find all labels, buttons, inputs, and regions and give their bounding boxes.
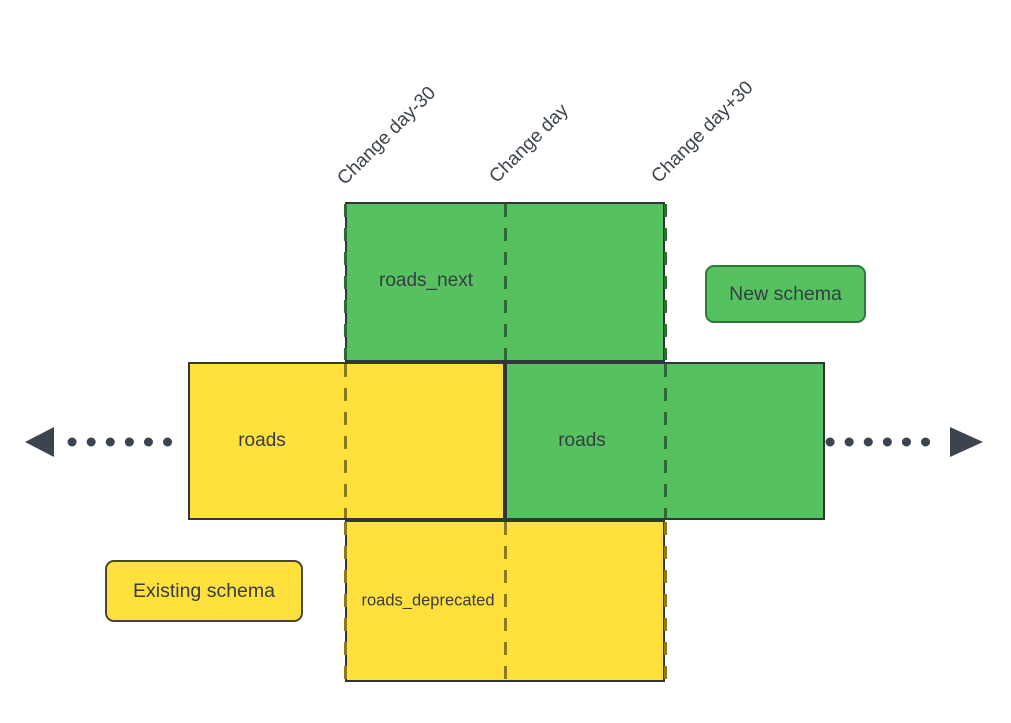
box-label-roads-existing: roads [238,430,286,451]
legend-existing-schema: Existing schema [105,560,303,622]
dashed-divider-day-minus-30-mid [343,364,347,518]
dashed-divider-change-day-bottom [503,522,507,680]
legend-existing-schema-label: Existing schema [133,579,275,602]
dashed-divider-day-minus-30-top [343,204,347,360]
legend-new-schema-label: New schema [729,282,842,305]
box-label-roads-deprecated: roads_deprecated [361,591,495,610]
dashed-divider-day-plus-30-mid [663,364,667,518]
axis-label-text: Change day+30 [647,77,758,188]
dashed-divider-day-plus-30-top [663,204,667,360]
timeline-arrow-right [825,427,983,457]
arrowhead-left-icon [25,427,54,457]
axis-label-text: Change day-30 [333,82,441,190]
timeline-arrow-left [25,427,191,457]
box-label-roads-new: roads [558,430,606,451]
dashed-divider-day-minus-30-bottom [343,522,347,680]
axis-label-text: Change day [485,99,573,188]
legend-new-schema: New schema [705,265,866,323]
box-roads-existing [188,362,505,520]
dashed-divider-day-plus-30-bottom [663,522,667,680]
box-label-roads-next: roads_next [378,270,474,291]
dashed-divider-change-day-top [503,204,507,360]
arrowhead-right-icon [950,427,983,457]
